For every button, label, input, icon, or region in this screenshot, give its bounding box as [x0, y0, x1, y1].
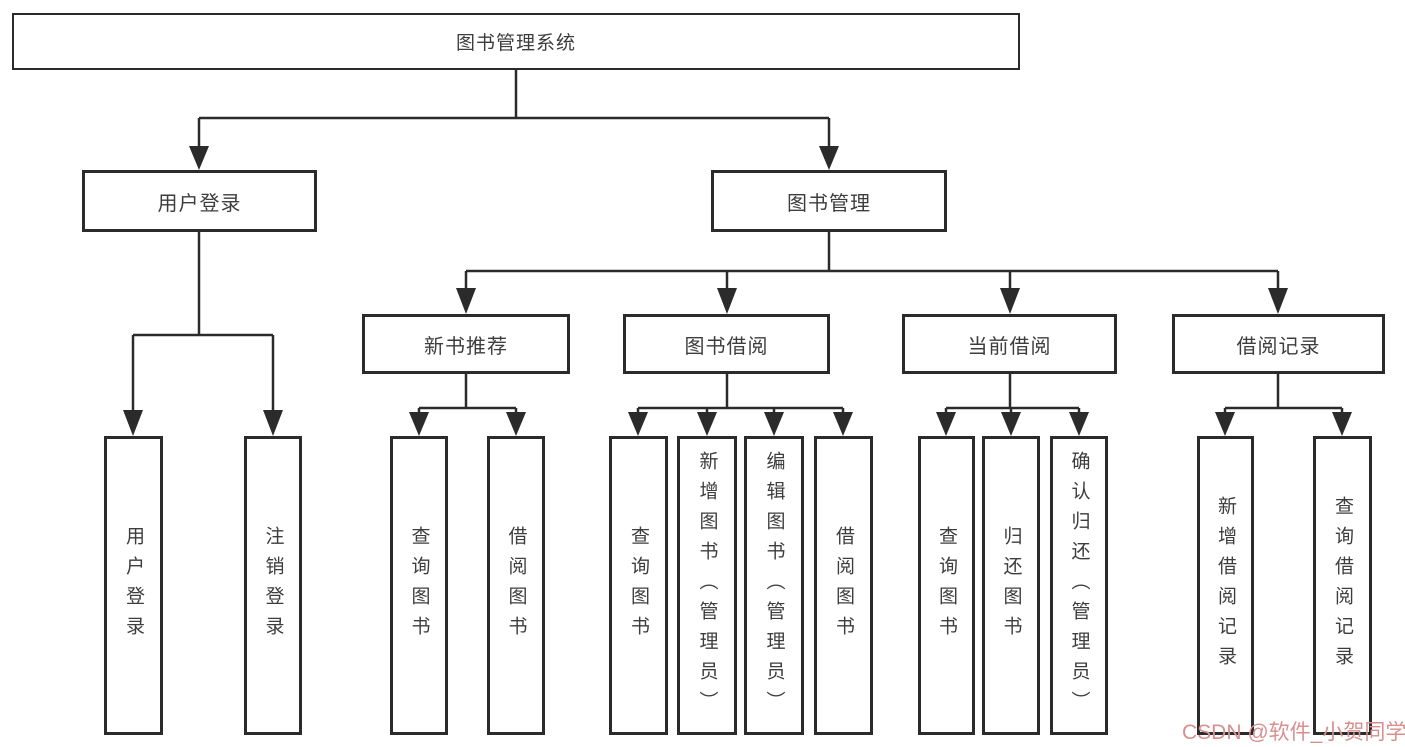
arrow-down	[1332, 412, 1352, 436]
connector-book-borrowing-children	[628, 374, 853, 436]
leaf-query-books-borrowing: 查询图书	[609, 436, 668, 735]
leaf-label: 用户登录	[123, 525, 144, 646]
leaf-borrow-books-recommend: 借阅图书	[487, 436, 545, 735]
arrow-down	[1001, 412, 1021, 436]
node-book-borrowing: 图书借阅	[623, 314, 830, 374]
arrow-down	[1000, 288, 1020, 314]
arrow-down	[189, 146, 209, 170]
node-borrowing-records: 借阅记录	[1172, 314, 1385, 374]
arrow-down	[697, 412, 717, 436]
leaf-label: 归还图书	[1000, 525, 1022, 646]
leaf-add-borrow-record: 新增借阅记录	[1197, 436, 1254, 735]
connector-book-management-children	[456, 232, 1288, 314]
connector-root-to-level2	[189, 70, 839, 170]
leaf-label: 查询图书	[408, 525, 430, 646]
watermark: CSDN @软件_小贺同学	[1182, 721, 1405, 744]
leaf-label: 查询图书	[628, 525, 649, 646]
node-book-management: 图书管理	[711, 170, 947, 232]
arrow-down	[628, 412, 648, 436]
arrow-down	[506, 412, 526, 436]
leaf-confirm-return-admin: 确认归还（管理员）	[1050, 436, 1108, 735]
leaf-label: 借阅图书	[505, 525, 527, 646]
connector-borrowing-records-children	[1215, 374, 1352, 436]
arrow-down	[1268, 288, 1288, 314]
node-current-borrowing: 当前借阅	[902, 314, 1117, 374]
leaf-label: 新增借阅记录	[1215, 495, 1236, 676]
node-library-system: 图书管理系统	[12, 13, 1020, 70]
leaf-borrow-books-borrowing: 借阅图书	[814, 436, 873, 735]
arrow-down	[1215, 412, 1235, 436]
leaf-logout: 注销登录	[244, 436, 302, 735]
arrow-down	[717, 288, 737, 314]
arrow-down	[764, 412, 784, 436]
arrow-down	[263, 410, 283, 436]
leaf-label: 借阅图书	[833, 525, 854, 646]
connector-user-login-children	[123, 232, 283, 436]
arrow-down	[456, 288, 476, 314]
leaf-add-book-admin: 新增图书（管理员）	[677, 436, 737, 735]
connector-current-borrowing-children	[936, 374, 1089, 436]
arrow-down	[409, 412, 429, 436]
leaf-query-borrow-record: 查询借阅记录	[1313, 436, 1372, 735]
leaf-query-books-recommend: 查询图书	[390, 436, 448, 735]
leaf-user-login: 用户登录	[104, 436, 163, 735]
node-user-login: 用户登录	[82, 170, 317, 232]
arrow-down	[123, 410, 143, 436]
leaf-edit-book-admin: 编辑图书（管理员）	[744, 436, 804, 735]
arrow-down	[936, 412, 956, 436]
leaf-return-books: 归还图书	[982, 436, 1040, 735]
leaf-label: 查询图书	[936, 525, 957, 646]
leaf-label: 编辑图书（管理员）	[763, 450, 785, 721]
leaf-label: 注销登录	[262, 525, 284, 646]
leaf-label: 查询借阅记录	[1332, 495, 1353, 676]
arrow-down	[833, 412, 853, 436]
leaf-label: 确认归还（管理员）	[1068, 450, 1090, 721]
connector-new-book-recommend-children	[409, 374, 526, 436]
arrow-down	[819, 146, 839, 170]
node-new-book-recommend: 新书推荐	[362, 314, 570, 374]
leaf-query-books-current: 查询图书	[918, 436, 975, 735]
arrow-down	[1069, 412, 1089, 436]
leaf-label: 新增图书（管理员）	[696, 450, 718, 721]
